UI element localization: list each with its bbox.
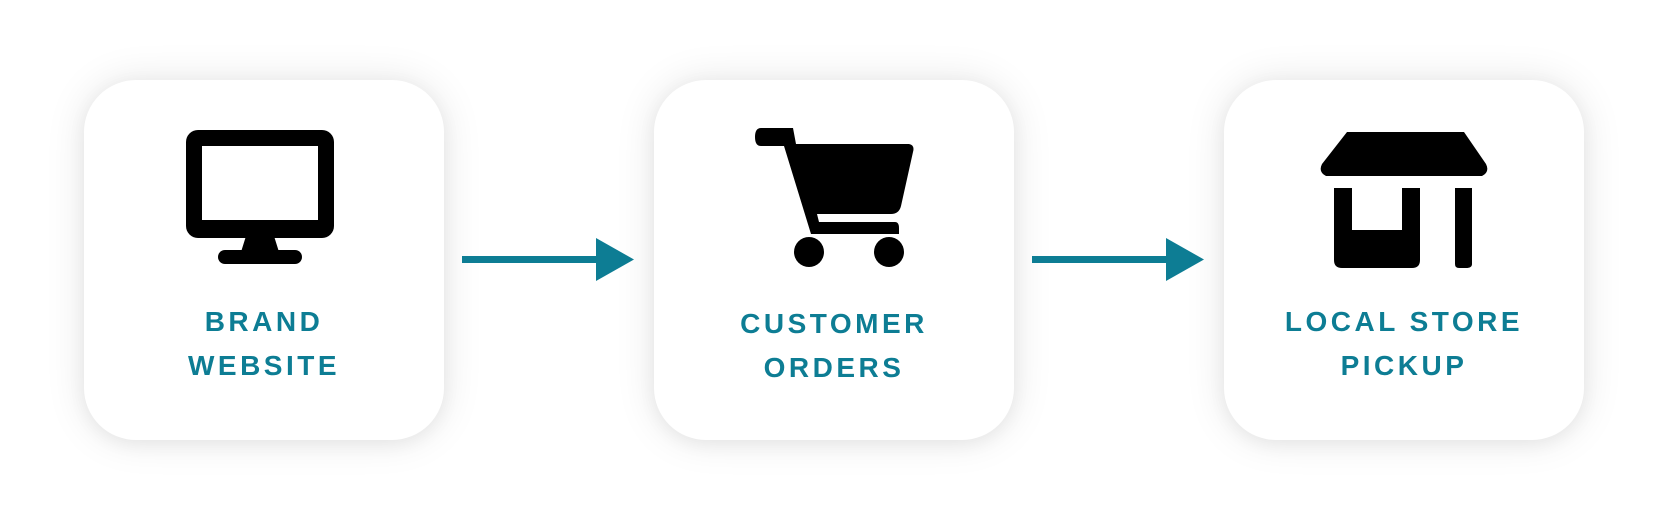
arrow-right-icon	[1032, 236, 1212, 284]
step-card-customer-orders: CUSTOMER ORDERS	[654, 80, 1014, 440]
step-card-brand-website: BRAND WEBSITE	[84, 80, 444, 440]
step-label-line-2: PICKUP	[1340, 350, 1468, 381]
step-label-line-2: ORDERS	[763, 352, 905, 383]
step-label: CUSTOMER ORDERS	[654, 302, 1014, 390]
step-label: BRAND WEBSITE	[84, 300, 444, 388]
step-label-line-2: WEBSITE	[187, 350, 341, 381]
step-label-line-1: CUSTOMER	[740, 308, 928, 339]
shopping-cart-icon	[749, 128, 919, 268]
step-label: LOCAL STORE PICKUP	[1224, 300, 1584, 388]
step-card-local-store-pickup: LOCAL STORE PICKUP	[1224, 80, 1584, 440]
step-label-line-1: BRAND	[204, 306, 324, 337]
storefront-icon	[1314, 130, 1494, 272]
monitor-icon	[184, 128, 344, 268]
step-label-line-1: LOCAL STORE	[1284, 306, 1524, 337]
arrow-right-icon	[462, 236, 642, 284]
